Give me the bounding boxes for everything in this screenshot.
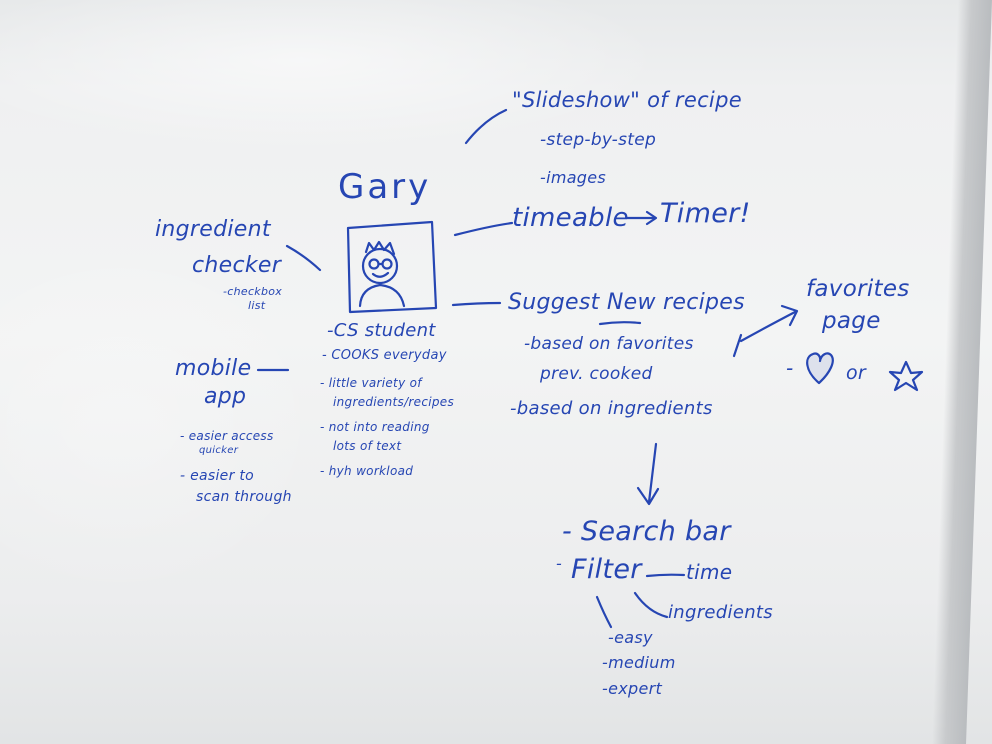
favorites-title: favorites: [806, 276, 910, 302]
new-underline: [598, 321, 642, 326]
connector-filter-time: [645, 573, 686, 578]
slideshow-title: "Slideshow" of recipe: [512, 88, 742, 112]
connector-ingredient-checker: [285, 244, 322, 272]
favorites-title: page: [822, 308, 881, 334]
suggest-title-prefix: Suggest: [508, 290, 600, 315]
ingredient-checker-sub: -checkbox: [223, 285, 283, 298]
filter-label: Filter: [571, 554, 642, 585]
arrow-to-favorites-icon: [739, 304, 799, 343]
connector-filter-ingredients: [633, 591, 669, 619]
persona-trait: lots of text: [333, 439, 402, 453]
timer-label: Timer!: [660, 198, 751, 229]
filter-ingredients: ingredients: [668, 602, 773, 623]
connector-timeable: [453, 221, 514, 237]
slideshow-point: -step-by-step: [540, 130, 657, 150]
suggest-title-suffix: recipes: [663, 290, 745, 315]
persona-trait: - COOKS everyday: [322, 348, 447, 363]
filter-difficulty: -medium: [602, 653, 676, 672]
persona-trait: ingredients/recipes: [333, 395, 455, 409]
mobile-app-point: - easier to: [180, 468, 255, 484]
suggest-point: -based on ingredients: [510, 398, 713, 419]
suggest-point: prev. cooked: [540, 364, 653, 384]
ingredient-checker-sub: list: [248, 299, 266, 312]
favorites-option-dash: -: [786, 356, 794, 380]
mobile-app-title: app: [204, 384, 247, 409]
suggest-title: Suggest New recipes: [508, 292, 745, 314]
arrow-right-icon: [625, 210, 658, 226]
mobile-app-point: - easier access: [180, 429, 274, 443]
persona-sketch: [346, 220, 438, 314]
persona-name: Gary: [338, 167, 432, 207]
timeable-label: timeable: [512, 203, 629, 233]
connector-slideshow: [464, 108, 508, 145]
search-bar-label: - Search bar: [562, 516, 731, 547]
connector-suggest: [451, 301, 502, 307]
persona-trait: -CS student: [327, 320, 436, 341]
mobile-app-point: quicker: [199, 445, 239, 456]
filter-difficulty: -easy: [608, 628, 653, 647]
ingredient-checker-title: checker: [192, 253, 282, 278]
star-icon: [888, 360, 924, 392]
slideshow-point: -images: [540, 168, 607, 187]
ingredient-checker-title: ingredient: [155, 217, 271, 242]
slash-mark: [732, 333, 743, 358]
favorites-option-or: or: [846, 362, 867, 384]
connector-filter-difficulty: [595, 595, 613, 629]
filter-difficulty: -expert: [602, 679, 663, 698]
persona-trait: - not into reading: [320, 420, 430, 434]
arrow-down-icon: [636, 442, 660, 506]
persona-trait: - hyh workload: [320, 464, 414, 478]
heart-icon: [806, 352, 834, 385]
filter-prefix: -: [556, 554, 563, 573]
suggest-title-emphasis: New: [606, 290, 656, 315]
filter-time: time: [686, 560, 733, 584]
suggest-point: -based on favorites: [524, 334, 694, 354]
persona-trait: - little variety of: [320, 376, 422, 390]
mobile-app-title: mobile: [175, 356, 252, 381]
mobile-app-point: scan through: [196, 489, 292, 505]
